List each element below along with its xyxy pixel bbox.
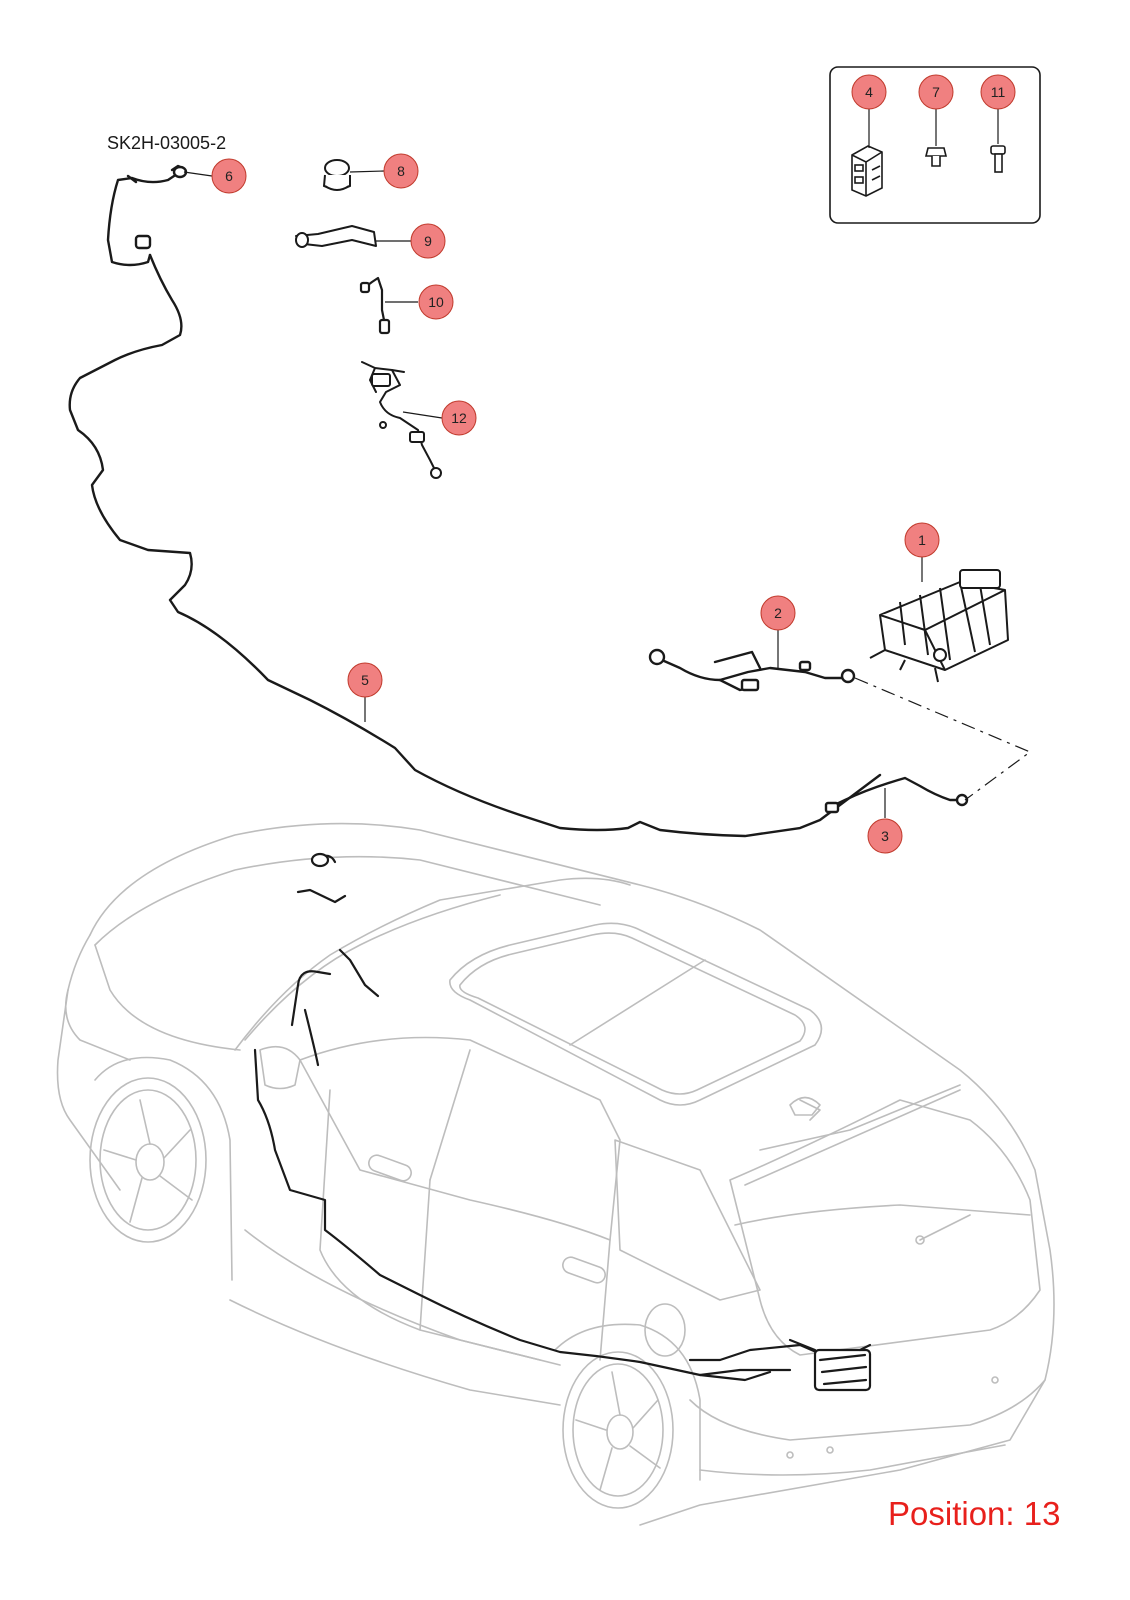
position-label: Position: 13 — [888, 1495, 1061, 1532]
callout-leader-lines — [183, 170, 923, 818]
part-5-long-hose — [68, 164, 882, 838]
callout-1[interactable]: 1 — [904, 522, 940, 558]
part-9-bracket-hose — [295, 225, 377, 248]
callout-6[interactable]: 6 — [211, 158, 247, 194]
svg-text:3: 3 — [881, 828, 889, 844]
svg-text:7: 7 — [932, 84, 940, 100]
part-12-harness — [361, 361, 442, 479]
part-3-short-hose — [824, 776, 969, 814]
callout-7[interactable]: 7 — [918, 74, 954, 110]
part-10-hose — [359, 276, 391, 335]
svg-text:6: 6 — [225, 168, 233, 184]
callout-10[interactable]: 10 — [418, 284, 454, 320]
svg-text:5: 5 — [361, 672, 369, 688]
part-1-carbon-canister — [869, 569, 1009, 683]
svg-text:10: 10 — [428, 294, 444, 310]
part-8-fitting — [322, 159, 351, 191]
callout-11[interactable]: 11 — [980, 74, 1016, 110]
part-4-clip — [851, 145, 883, 197]
part-7-nut — [924, 147, 948, 167]
part-11-bolt — [990, 145, 1006, 173]
callout-12[interactable]: 12 — [441, 400, 477, 436]
assembly-leader-lines — [854, 677, 1032, 801]
callout-2[interactable]: 2 — [760, 595, 796, 631]
callout-8[interactable]: 8 — [383, 153, 419, 189]
svg-text:4: 4 — [865, 84, 873, 100]
svg-text:11: 11 — [991, 84, 1006, 100]
part-2-hose-assembly — [648, 648, 856, 692]
callout-4[interactable]: 4 — [851, 74, 887, 110]
callout-5[interactable]: 5 — [347, 662, 383, 698]
svg-text:12: 12 — [451, 410, 467, 426]
svg-text:9: 9 — [424, 233, 432, 249]
callout-9[interactable]: 9 — [410, 223, 446, 259]
hose-on-vehicle — [253, 852, 872, 1392]
svg-text:8: 8 — [397, 163, 405, 179]
svg-text:1: 1 — [918, 532, 926, 548]
reference-code: SK2H-03005-2 — [107, 133, 227, 153]
callout-3[interactable]: 3 — [867, 818, 903, 854]
vehicle-outline — [56, 822, 1055, 1526]
svg-text:2: 2 — [774, 605, 782, 621]
